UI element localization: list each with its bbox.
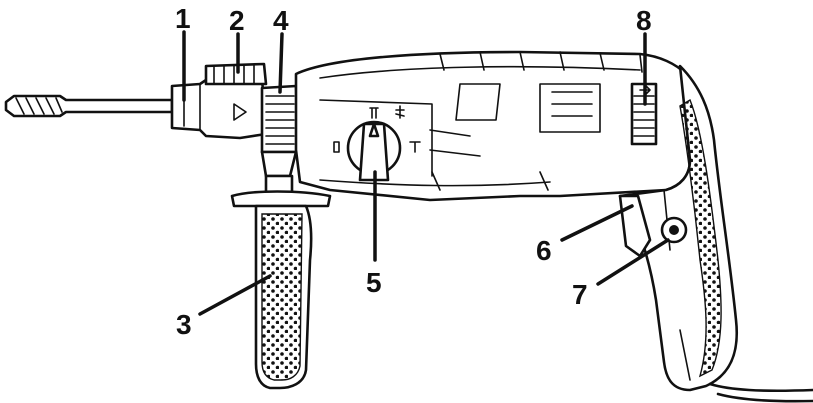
callout-6: 6 <box>536 235 552 266</box>
mode-selector-switch[interactable] <box>346 120 402 182</box>
on-off-switch[interactable] <box>618 194 652 258</box>
leader-6 <box>560 204 634 242</box>
hammer-icon <box>409 141 421 153</box>
callout-8: 8 <box>636 5 652 36</box>
leader-4 <box>278 32 284 94</box>
callout-5: 5 <box>366 267 382 298</box>
callout-2: 2 <box>229 5 245 36</box>
lock-symbol-icon <box>333 141 340 153</box>
drill-bit <box>4 94 174 118</box>
side-handle <box>230 174 332 390</box>
callout-leaders <box>182 30 670 316</box>
hammer-drill-icon <box>395 105 405 119</box>
leader-3 <box>198 274 272 316</box>
drill-bit-icon <box>369 107 379 119</box>
callout-1: 1 <box>175 3 191 34</box>
callout-labels: 1 2 4 8 5 6 7 3 <box>175 3 652 340</box>
locking-sleeve <box>204 62 268 86</box>
depth-stop-collar <box>260 84 300 178</box>
callout-7: 7 <box>572 279 588 310</box>
lock-button[interactable] <box>660 216 688 244</box>
leader-7 <box>596 238 670 286</box>
power-cord <box>708 382 813 403</box>
callout-4: 4 <box>273 5 289 36</box>
callout-3: 3 <box>176 309 192 340</box>
